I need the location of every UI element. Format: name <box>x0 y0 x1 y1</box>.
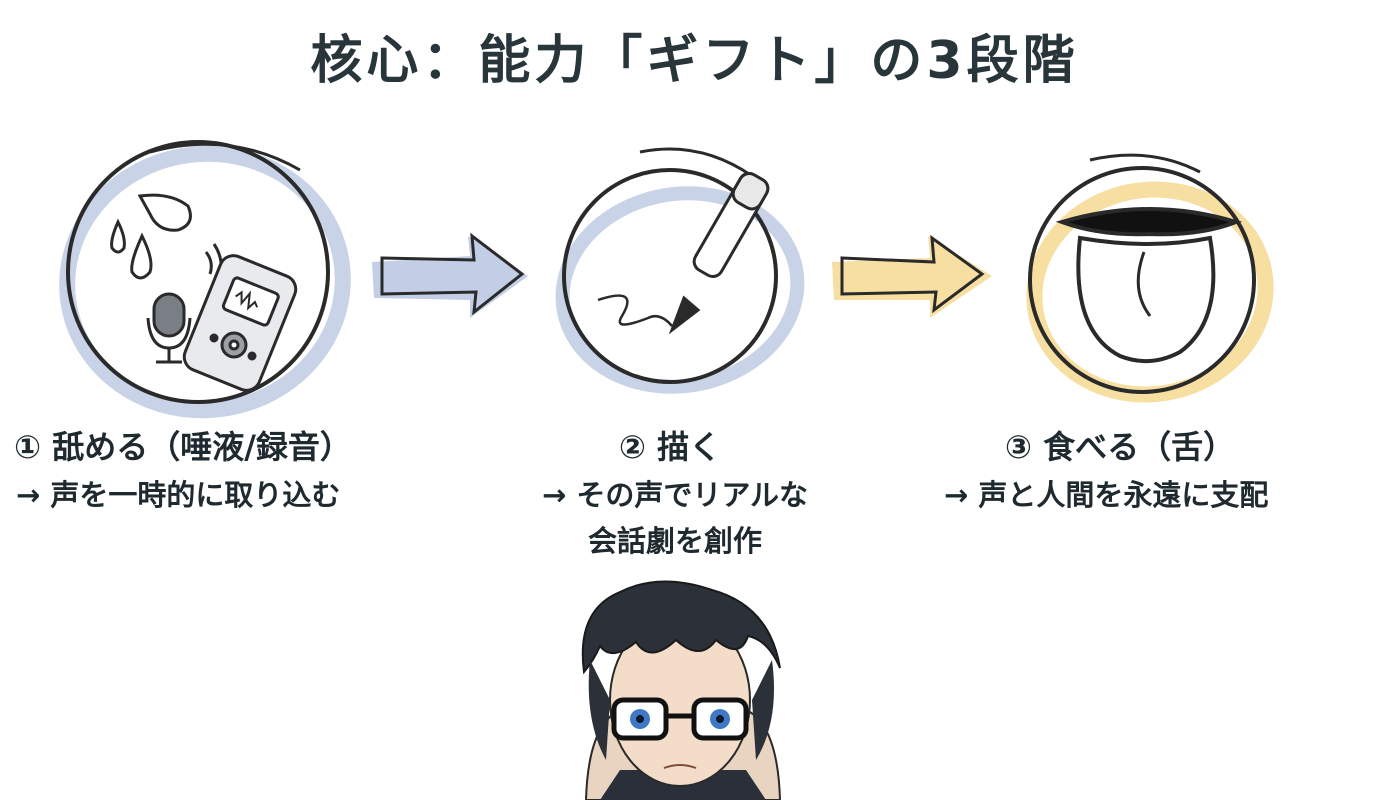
stage-2-circle <box>555 147 805 394</box>
stage-2-label: ② 描く <box>618 428 722 466</box>
fountain-pen-icon <box>597 172 770 335</box>
tongue-icon <box>1055 207 1243 364</box>
arrow-2-icon <box>832 234 992 318</box>
stage-1-circle <box>59 140 351 419</box>
stage-2-description-line: 会話劇を創作 <box>587 524 762 558</box>
arrow-1-icon <box>372 232 528 318</box>
stage-2-description-line: → その声でリアルな <box>541 478 809 512</box>
stage-3-description: → 声と人間を永遠に支配 <box>944 472 1268 518</box>
stage-1-description-line: → 声を一時的に取り込む <box>16 478 341 512</box>
stage-3-description-line: → 声と人間を永遠に支配 <box>944 478 1269 512</box>
stage-2-description: → その声でリアルな 会話劇を創作 <box>500 472 850 564</box>
water-drops-icon <box>110 193 192 280</box>
stage-1-label: ① 舐める（唾液/録音） <box>14 428 352 466</box>
voice-recorder-icon <box>182 254 298 392</box>
microphone-icon <box>146 292 192 364</box>
stage-3-label: ③ 食べる（舌） <box>1004 428 1236 466</box>
stage-3-circle <box>1026 153 1274 403</box>
character-portrait-icon <box>581 580 782 800</box>
slide-title: 核心：能力「ギフト」の3段階 <box>310 31 1079 91</box>
stage-1-description: → 声を一時的に取り込む <box>16 472 340 518</box>
